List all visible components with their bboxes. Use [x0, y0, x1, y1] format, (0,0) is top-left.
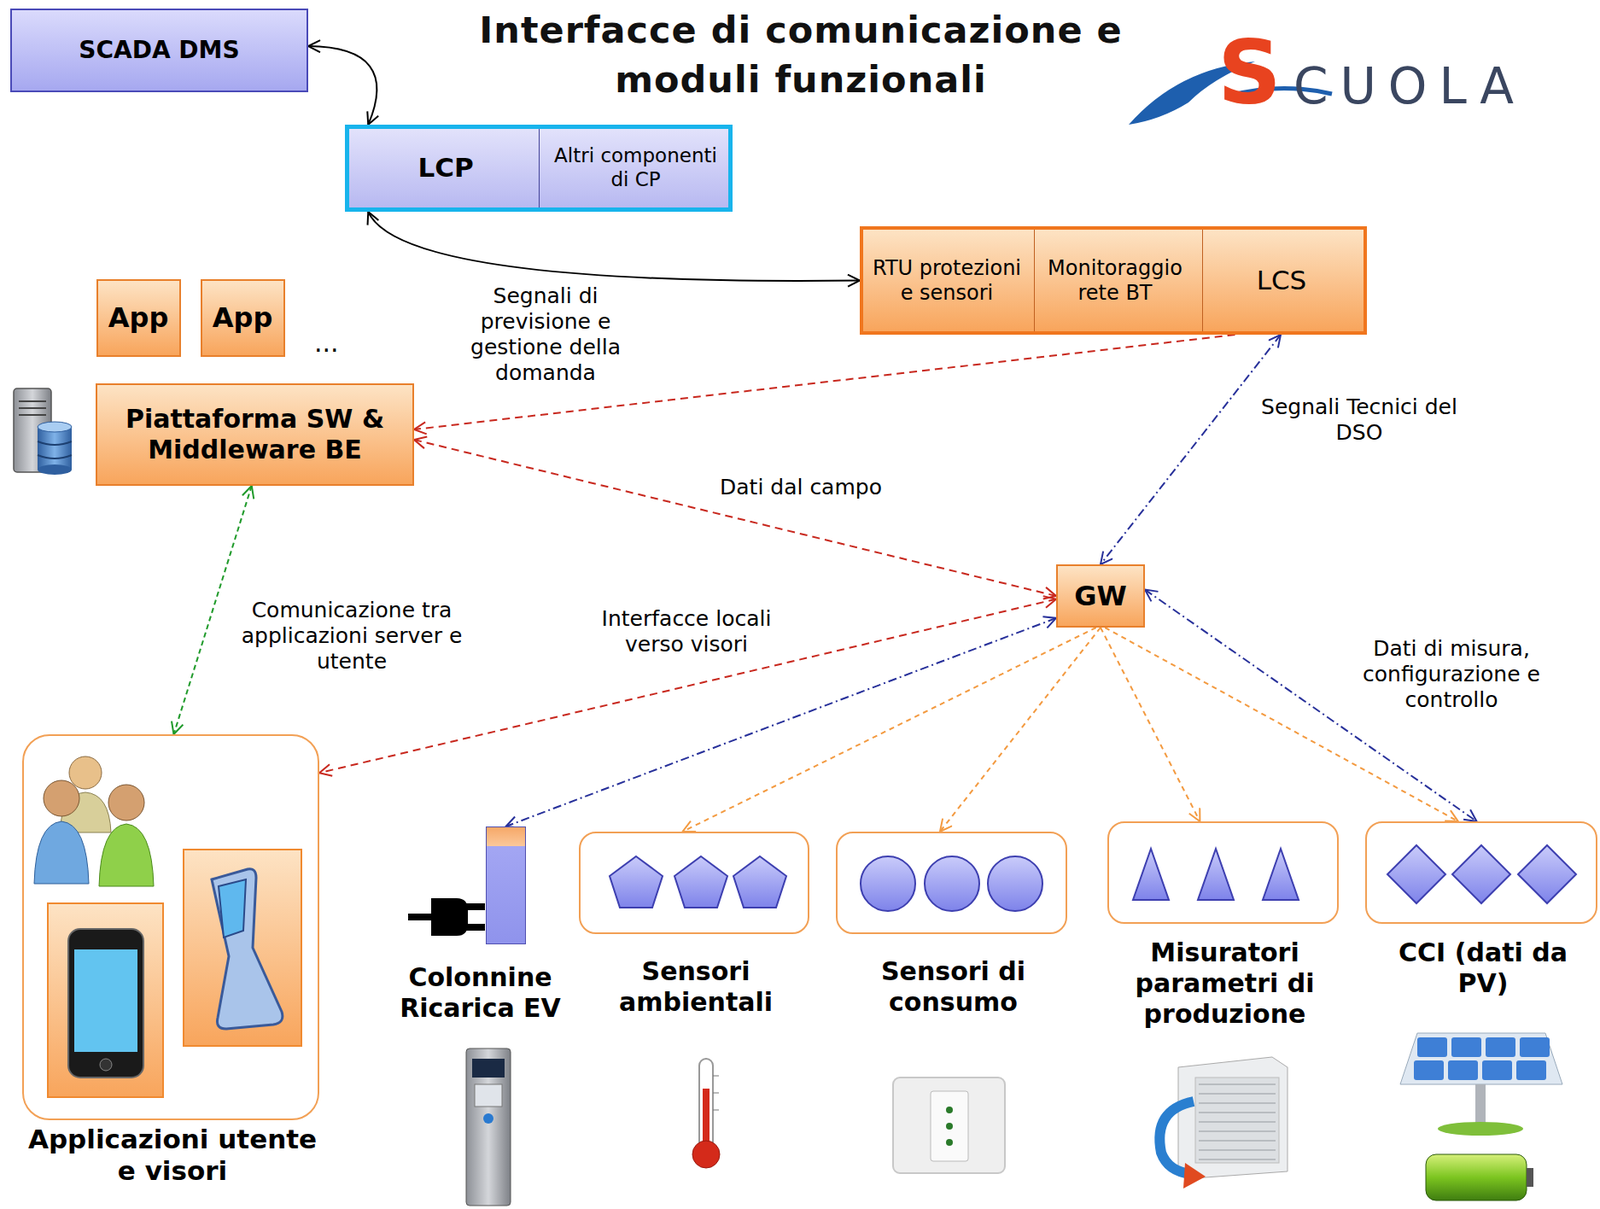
- node-text: App: [101, 297, 176, 338]
- component-box: LCS RTU protezioni e sensoriMonitoraggio …: [859, 226, 1367, 335]
- edge-label: Dati di misura, configurazione e control…: [1337, 635, 1565, 714]
- edge-label: Dati dal campo: [695, 473, 906, 502]
- logo: SCUOLA: [1217, 23, 1526, 122]
- triangle-symbols: [1132, 848, 1299, 900]
- connector: [308, 46, 377, 125]
- node-text: Applicazioni utente e visori: [18, 1123, 327, 1187]
- node-text: CCI (dati da PV): [1376, 937, 1590, 999]
- component-box: Monitoraggio rete BT: [1027, 229, 1203, 332]
- gateway-box: GW: [1056, 564, 1145, 628]
- edge-label: Segnali di previsione e gestione della d…: [453, 282, 638, 387]
- app-box: App: [96, 279, 182, 357]
- component-box: LCPAltri componenti di CP: [344, 124, 733, 212]
- edge-label: Interfacce locali verso visori: [577, 605, 796, 659]
- edge-label: Segnali Tecnici del DSO: [1237, 393, 1482, 447]
- server-icon: [13, 388, 72, 475]
- sensor-group: Sensori ambientali: [578, 831, 810, 935]
- node-text: Piattaforma SW & Middleware BE: [97, 400, 413, 469]
- component-box: RTU protezioni e sensori: [859, 229, 1035, 332]
- users-icon: [34, 756, 154, 887]
- node-text: Misuratori parametri di produzione: [1097, 937, 1354, 1030]
- user-apps-group: Applicazioni utente e visori: [22, 734, 320, 1121]
- smartphone-icon: [47, 903, 164, 1098]
- node-text: Sensori ambientali: [572, 956, 820, 1018]
- connector: [940, 627, 1101, 832]
- meter-group: Misuratori parametri di produzione: [1107, 821, 1339, 924]
- node-text: Monitoraggio rete BT: [1027, 252, 1203, 310]
- edge-label: Comunicazione tra applicazioni server e …: [229, 596, 474, 676]
- connector: [367, 211, 860, 281]
- circle-symbols: [860, 856, 1043, 911]
- socket-icon: [893, 1077, 1005, 1174]
- node-text: LCS: [1199, 229, 1364, 332]
- node-text: SCADA DMS: [71, 32, 246, 69]
- connector: [1100, 627, 1200, 822]
- sensor-group: Sensori di consumo: [835, 831, 1068, 935]
- connector: [1100, 334, 1281, 565]
- app-box: App: [200, 279, 286, 357]
- ellipsis: ...: [314, 327, 339, 358]
- cci-group: CCI (dati da PV): [1365, 821, 1598, 924]
- node-text: LCP: [349, 128, 543, 208]
- kiosk-icon: [183, 849, 302, 1046]
- charging-column: Colonnine Ricarica EV: [485, 826, 526, 945]
- title: Interfacce di comunicazione e moduli fun…: [416, 5, 1186, 105]
- plug-icon: [408, 898, 485, 936]
- node-text: Altri componenti di CP: [539, 140, 732, 195]
- component-box: Altri componenti di CP: [538, 128, 732, 208]
- charging-station-picture: [466, 1048, 511, 1206]
- node-text: Sensori di consumo: [825, 956, 1082, 1018]
- solar-panel-picture: [1400, 1033, 1563, 1201]
- node-text: App: [205, 297, 281, 338]
- heat-pump-picture: [1159, 1056, 1288, 1189]
- node-text: RTU protezioni e sensori: [859, 252, 1034, 310]
- diamond-symbols: [1387, 845, 1577, 904]
- system-box: SCADA DMS: [10, 8, 309, 93]
- node-text: GW: [1067, 576, 1134, 616]
- thermometer-icon: [692, 1058, 720, 1168]
- pentagon-symbols: [609, 856, 787, 908]
- connector: [414, 439, 1057, 596]
- platform-box: Piattaforma SW & Middleware BE: [95, 383, 415, 486]
- node-text: Colonnine Ricarica EV: [382, 962, 579, 1024]
